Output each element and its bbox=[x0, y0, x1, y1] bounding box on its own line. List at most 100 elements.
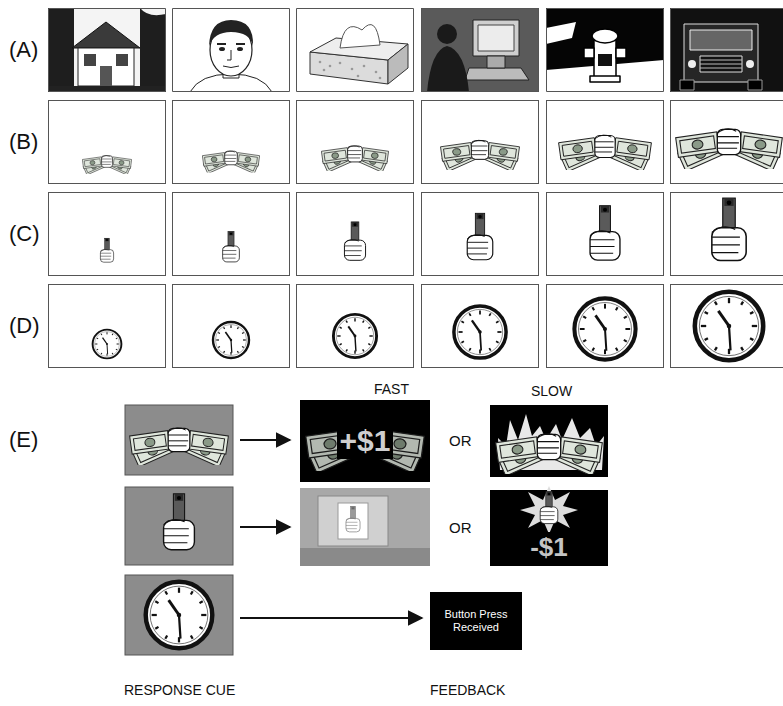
panel-label: (C) bbox=[9, 221, 40, 246]
feedback-box: Button Press Received bbox=[430, 592, 522, 650]
fire-hydrant-picture bbox=[546, 8, 664, 92]
avoided-loss-picture bbox=[300, 548, 430, 566]
face-picture bbox=[209, 20, 253, 46]
punishment-cue bbox=[671, 193, 783, 276]
feedback-box-text: Button Press Received bbox=[436, 608, 516, 634]
house-picture bbox=[72, 22, 140, 48]
house-picture bbox=[84, 54, 96, 66]
neutral-cue bbox=[454, 306, 506, 358]
punishment-cue bbox=[344, 222, 365, 260]
reward-cue bbox=[173, 101, 290, 184]
response-cue-clock bbox=[146, 582, 213, 649]
punishment-cue bbox=[297, 193, 414, 276]
neutral-cue bbox=[547, 285, 664, 368]
punishment-cue bbox=[547, 193, 664, 276]
response-cue-gun bbox=[164, 494, 195, 550]
missed-win-picture bbox=[490, 405, 608, 477]
condition-label: SLOW bbox=[531, 383, 572, 399]
house-picture bbox=[48, 8, 74, 92]
house-picture bbox=[78, 48, 134, 86]
condition-label: FAST bbox=[374, 381, 409, 397]
reward-cue bbox=[321, 146, 388, 173]
truck-picture bbox=[748, 80, 762, 90]
reward-cue bbox=[49, 101, 166, 184]
axis-label: FEEDBACK bbox=[430, 682, 505, 698]
punishment-cue bbox=[173, 193, 290, 276]
neutral-cue bbox=[49, 285, 166, 368]
punishment-cue bbox=[467, 213, 493, 259]
computer-user-picture bbox=[421, 8, 539, 92]
face-picture bbox=[219, 47, 225, 51]
punishment-cue bbox=[223, 232, 240, 262]
fire-hydrant-picture bbox=[584, 48, 594, 58]
tissue-box-picture bbox=[339, 62, 342, 65]
panel-label: (B) bbox=[9, 129, 38, 154]
face-picture bbox=[217, 43, 245, 45]
computer-user-picture bbox=[427, 46, 469, 92]
computer-user-picture bbox=[421, 8, 539, 92]
neutral-cue bbox=[297, 285, 414, 368]
fire-hydrant-picture bbox=[590, 76, 620, 82]
computer-user-picture bbox=[478, 25, 514, 51]
tissue-box-picture bbox=[297, 9, 414, 92]
tissue-box-picture bbox=[388, 44, 408, 84]
truck-picture bbox=[688, 60, 696, 68]
reward-cue bbox=[297, 101, 414, 184]
punishment-cue bbox=[173, 193, 290, 276]
truck-picture bbox=[670, 8, 783, 92]
face-picture bbox=[227, 50, 231, 60]
reward-cue bbox=[422, 101, 539, 184]
reward-cue bbox=[49, 101, 166, 184]
fire-hydrant-picture bbox=[547, 9, 664, 92]
neutral-cue bbox=[695, 292, 763, 360]
tissue-box-picture bbox=[329, 65, 332, 68]
explosion bbox=[520, 486, 578, 534]
house-picture bbox=[100, 66, 112, 86]
tissue-box-picture bbox=[323, 69, 326, 72]
fire-hydrant-picture bbox=[546, 22, 576, 44]
neutral-cue bbox=[297, 285, 414, 368]
response-cue-gun bbox=[125, 487, 233, 565]
neutral-cue bbox=[547, 285, 664, 368]
panel-label: (E) bbox=[9, 427, 38, 452]
computer-user-picture bbox=[487, 56, 505, 68]
computer-user-picture bbox=[422, 9, 539, 92]
truck-picture bbox=[690, 30, 752, 50]
truck-picture bbox=[684, 24, 758, 82]
tissue-box-picture bbox=[340, 25, 380, 48]
avoided-loss-picture bbox=[346, 506, 360, 532]
row-e-trial-sequence bbox=[125, 400, 608, 655]
truck-picture bbox=[746, 60, 754, 68]
neutral-cue bbox=[333, 314, 376, 357]
reward-cue bbox=[82, 155, 131, 175]
computer-user-picture bbox=[473, 20, 519, 56]
loss-feedback: -$1 bbox=[490, 490, 608, 566]
reward-cue bbox=[671, 101, 783, 184]
row-d-neutral-cues bbox=[49, 285, 783, 368]
fire-hydrant-picture bbox=[616, 48, 626, 58]
neutral-cue bbox=[93, 330, 122, 359]
tissue-box-picture bbox=[296, 8, 414, 92]
reward-cue bbox=[676, 129, 783, 171]
missed-win-picture bbox=[496, 434, 603, 476]
tissue-box-picture bbox=[363, 65, 366, 68]
reward-cue bbox=[547, 101, 664, 184]
reward-cue bbox=[422, 101, 539, 184]
truck-picture bbox=[700, 56, 742, 72]
face-picture bbox=[223, 66, 239, 68]
face-picture bbox=[172, 8, 290, 92]
row-a-stimuli bbox=[48, 8, 783, 92]
or-label: OR bbox=[449, 519, 472, 536]
reward-cue bbox=[441, 140, 520, 171]
punishment-cue bbox=[297, 193, 414, 276]
panel-label: (D) bbox=[9, 313, 40, 338]
reward-cue bbox=[297, 101, 414, 184]
win-feedback-text: +$1 bbox=[337, 423, 394, 459]
fire-hydrant-picture bbox=[592, 29, 618, 43]
reward-cue bbox=[547, 101, 664, 184]
punishment-cue bbox=[422, 193, 539, 276]
response-cue-money bbox=[125, 405, 233, 475]
house-picture bbox=[116, 54, 128, 66]
avoided-loss-picture bbox=[318, 496, 388, 546]
